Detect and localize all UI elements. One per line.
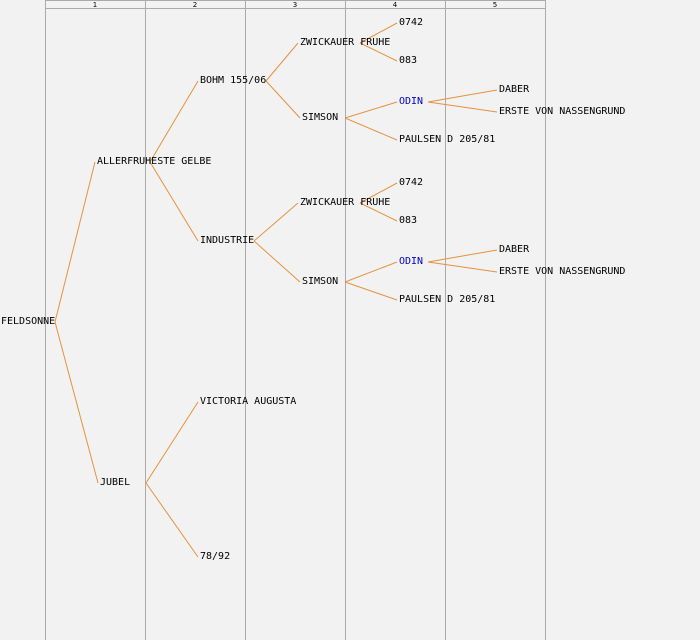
tree-node-bohm-155-06[interactable]: BOHM 155/06 [200, 75, 267, 86]
tree-node-simson-2[interactable]: SIMSON [302, 276, 339, 287]
pedigree-edge [145, 401, 199, 484]
pedigree-edge [344, 101, 398, 119]
tree-node-allerfruheste-gelbe[interactable]: ALLERFRUHESTE GELBE [97, 156, 212, 167]
pedigree-edge [54, 161, 96, 323]
pedigree-edge [344, 261, 398, 283]
tree-node-odin-1[interactable]: ODIN [399, 96, 424, 107]
pedigree-edge [344, 281, 398, 301]
pedigree-edge [149, 161, 199, 242]
tree-node-78-92[interactable]: 78/92 [200, 551, 231, 562]
tree-node-paulsen-1[interactable]: PAULSEN D 205/81 [399, 134, 496, 145]
pedigree-edge [359, 182, 398, 204]
pedigree-edge [265, 80, 301, 119]
tree-node-daber-2[interactable]: DABER [499, 244, 530, 255]
pedigree-edge [359, 22, 398, 44]
pedigree-edge [145, 482, 199, 558]
pedigree-edge [149, 80, 199, 163]
tree-node-jubel[interactable]: JUBEL [100, 477, 131, 488]
tree-node-erste-2[interactable]: ERSTE VON NASSENGRUND [499, 266, 626, 277]
generation-header-3: 3 [292, 1, 298, 9]
tree-node-083-2[interactable]: 083 [399, 215, 418, 226]
generation-header-5: 5 [492, 1, 498, 9]
tree-node-simson-1[interactable]: SIMSON [302, 112, 339, 123]
pedigree-edge [344, 117, 398, 141]
tree-node-odin-2[interactable]: ODIN [399, 256, 424, 267]
pedigree-edge [359, 42, 398, 62]
pedigree-edge [427, 101, 498, 113]
pedigree-edge [427, 249, 498, 263]
generation-header-2: 2 [192, 1, 198, 9]
tree-node-paulsen-2[interactable]: PAULSEN D 205/81 [399, 294, 496, 305]
tree-node-0742-2[interactable]: 0742 [399, 177, 424, 188]
tree-node-083-1[interactable]: 083 [399, 55, 418, 66]
pedigree-edge [427, 89, 498, 103]
generation-header-1: 1 [92, 1, 98, 9]
pedigree-edge [265, 42, 299, 82]
pedigree-edge [253, 240, 301, 283]
tree-node-zwickauer-fruhe-2[interactable]: ZWICKAUER FRUHE [300, 197, 391, 208]
tree-node-victoria-augusta[interactable]: VICTORIA AUGUSTA [200, 396, 297, 407]
pedigree-edge [359, 202, 398, 222]
pedigree-edge [253, 202, 299, 242]
tree-node-daber-1[interactable]: DABER [499, 84, 530, 95]
tree-node-erste-1[interactable]: ERSTE VON NASSENGRUND [499, 106, 626, 117]
tree-node-zwickauer-fruhe-1[interactable]: ZWICKAUER FRUHE [300, 37, 391, 48]
pedigree-edge [427, 261, 498, 273]
generation-header-4: 4 [392, 1, 398, 9]
tree-node-0742-1[interactable]: 0742 [399, 17, 424, 28]
tree-node-feldsonne[interactable]: FELDSONNE [1, 316, 56, 327]
pedigree-edge [54, 321, 99, 484]
tree-node-industrie[interactable]: INDUSTRIE [200, 235, 255, 246]
